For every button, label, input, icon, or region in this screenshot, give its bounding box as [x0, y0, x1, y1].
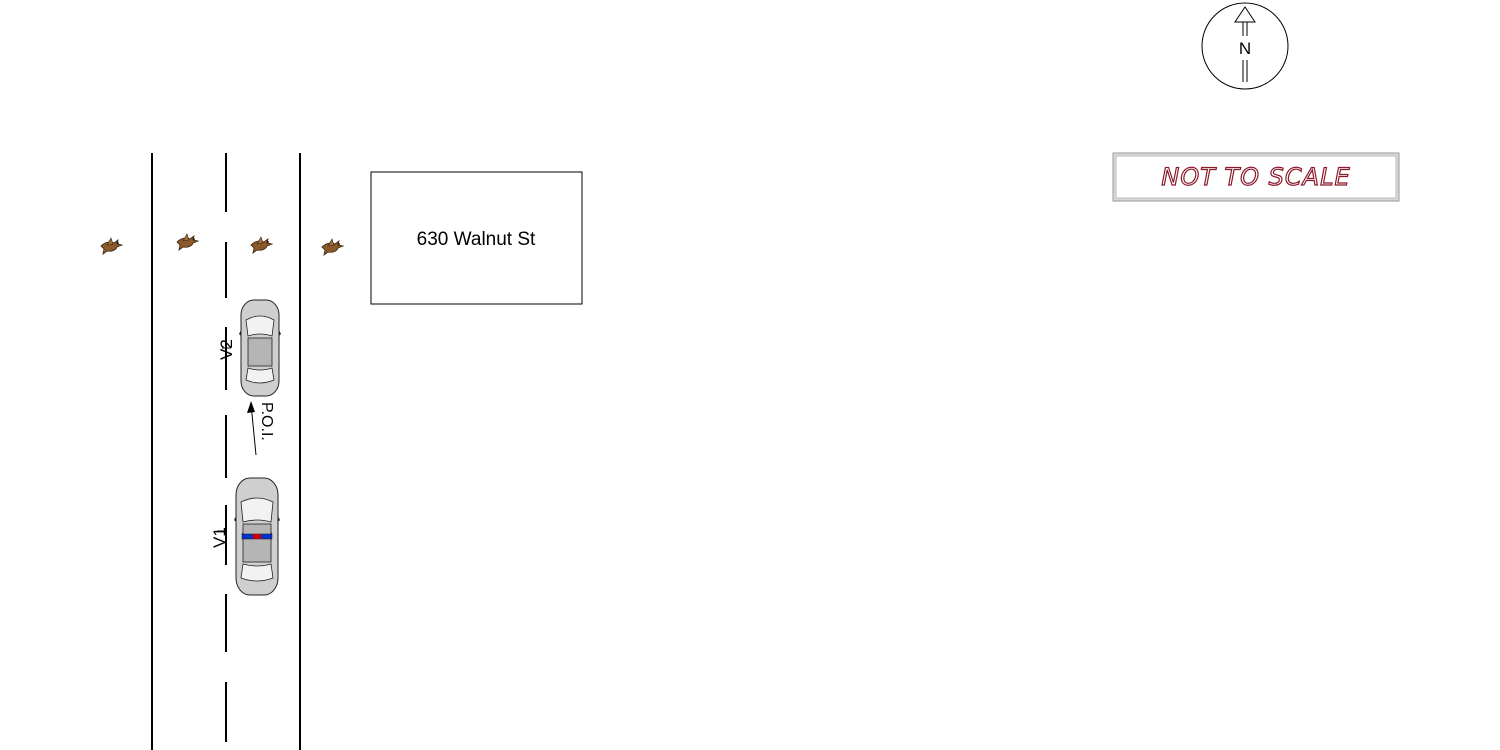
building-outline	[370, 171, 583, 305]
vehicle-label-v2: V2	[217, 339, 236, 360]
police-car-icon	[234, 477, 280, 596]
roadway	[151, 153, 301, 750]
bird-icon	[100, 237, 123, 255]
north-compass: N	[1201, 2, 1289, 90]
vehicle-v1: V1	[210, 477, 280, 596]
bird-icon	[176, 233, 199, 251]
car-icon	[239, 299, 281, 397]
bird-icon	[321, 238, 344, 256]
compass-label: N	[1239, 39, 1251, 58]
point-of-impact: P.O.I.	[247, 401, 275, 456]
poi-arrow-head	[247, 401, 255, 413]
bird-icon	[250, 236, 273, 254]
not-to-scale-banner: NOT TO SCALE	[1112, 152, 1400, 202]
building-label: 630 Walnut St	[417, 229, 536, 250]
compass-arrow-icon	[1234, 6, 1256, 82]
vehicle-label-v1: V1	[210, 527, 229, 548]
compass-circle	[1201, 2, 1289, 90]
not-to-scale-label: NOT TO SCALE	[1161, 163, 1350, 191]
poi-arrow-shaft	[250, 403, 257, 456]
poi-label: P.O.I.	[258, 402, 275, 441]
vehicle-v2: V2	[217, 299, 281, 397]
building-630-walnut: 630 Walnut St	[370, 171, 583, 305]
